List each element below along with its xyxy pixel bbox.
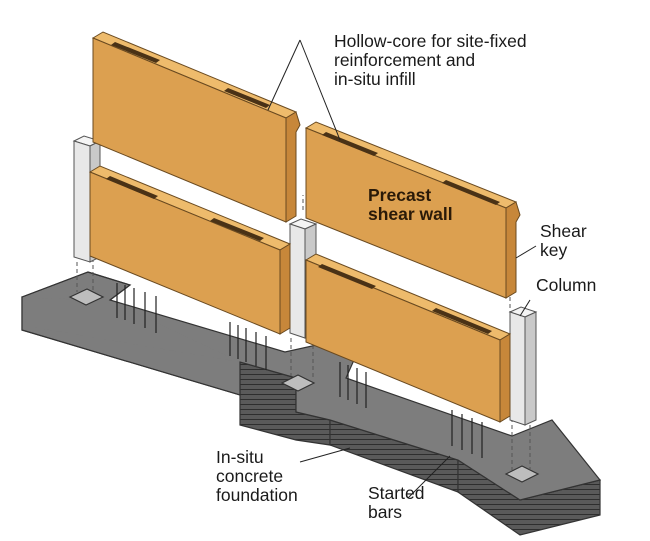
starter-bars [116, 283, 483, 458]
label-precast-shear-wall: Precast shear wall [368, 186, 453, 224]
column-right [508, 306, 538, 426]
precast-panel-lower-right [304, 253, 512, 423]
label-hollow-core-line2: reinforcement and [334, 50, 476, 70]
precast-panel-lower-left [88, 165, 292, 335]
leader-lines [267, 39, 537, 499]
label-precast-line2: shear wall [368, 204, 453, 224]
label-foundation: In-situ concrete foundation [216, 448, 298, 505]
label-started-bars-line2: bars [368, 502, 403, 522]
label-shear-key-line2: key [540, 240, 568, 260]
label-shear-key: Shear key [540, 222, 587, 260]
hollow-core-slots-a [111, 42, 270, 108]
precast-panel-upper-left [91, 31, 301, 223]
label-foundation-line2: concrete [216, 466, 284, 486]
hollow-core-slots-b [322, 132, 500, 205]
label-column: Column [536, 276, 596, 295]
label-hollow-core-line1: Hollow-core for site-fixed [334, 31, 527, 51]
label-started-bars-line1: Started [368, 483, 425, 503]
precast-panel-upper-right [304, 121, 521, 299]
label-started-bars: Started bars [368, 484, 424, 522]
label-precast-line1: Precast [368, 185, 432, 205]
label-foundation-line3: foundation [216, 485, 298, 505]
label-hollow-core-line3: in-situ infill [334, 69, 416, 89]
concrete-foundation [21, 271, 602, 536]
label-shear-key-line1: Shear [540, 221, 587, 241]
label-hollow-core: Hollow-core for site-fixed reinforcement… [334, 32, 527, 89]
hollow-core-slots-d [318, 264, 492, 334]
socket-left [68, 288, 105, 306]
hollow-core-slots-c [106, 176, 264, 241]
socket-mid [280, 374, 316, 392]
label-foundation-line1: In-situ [216, 447, 264, 467]
label-column-text: Column [536, 275, 597, 295]
